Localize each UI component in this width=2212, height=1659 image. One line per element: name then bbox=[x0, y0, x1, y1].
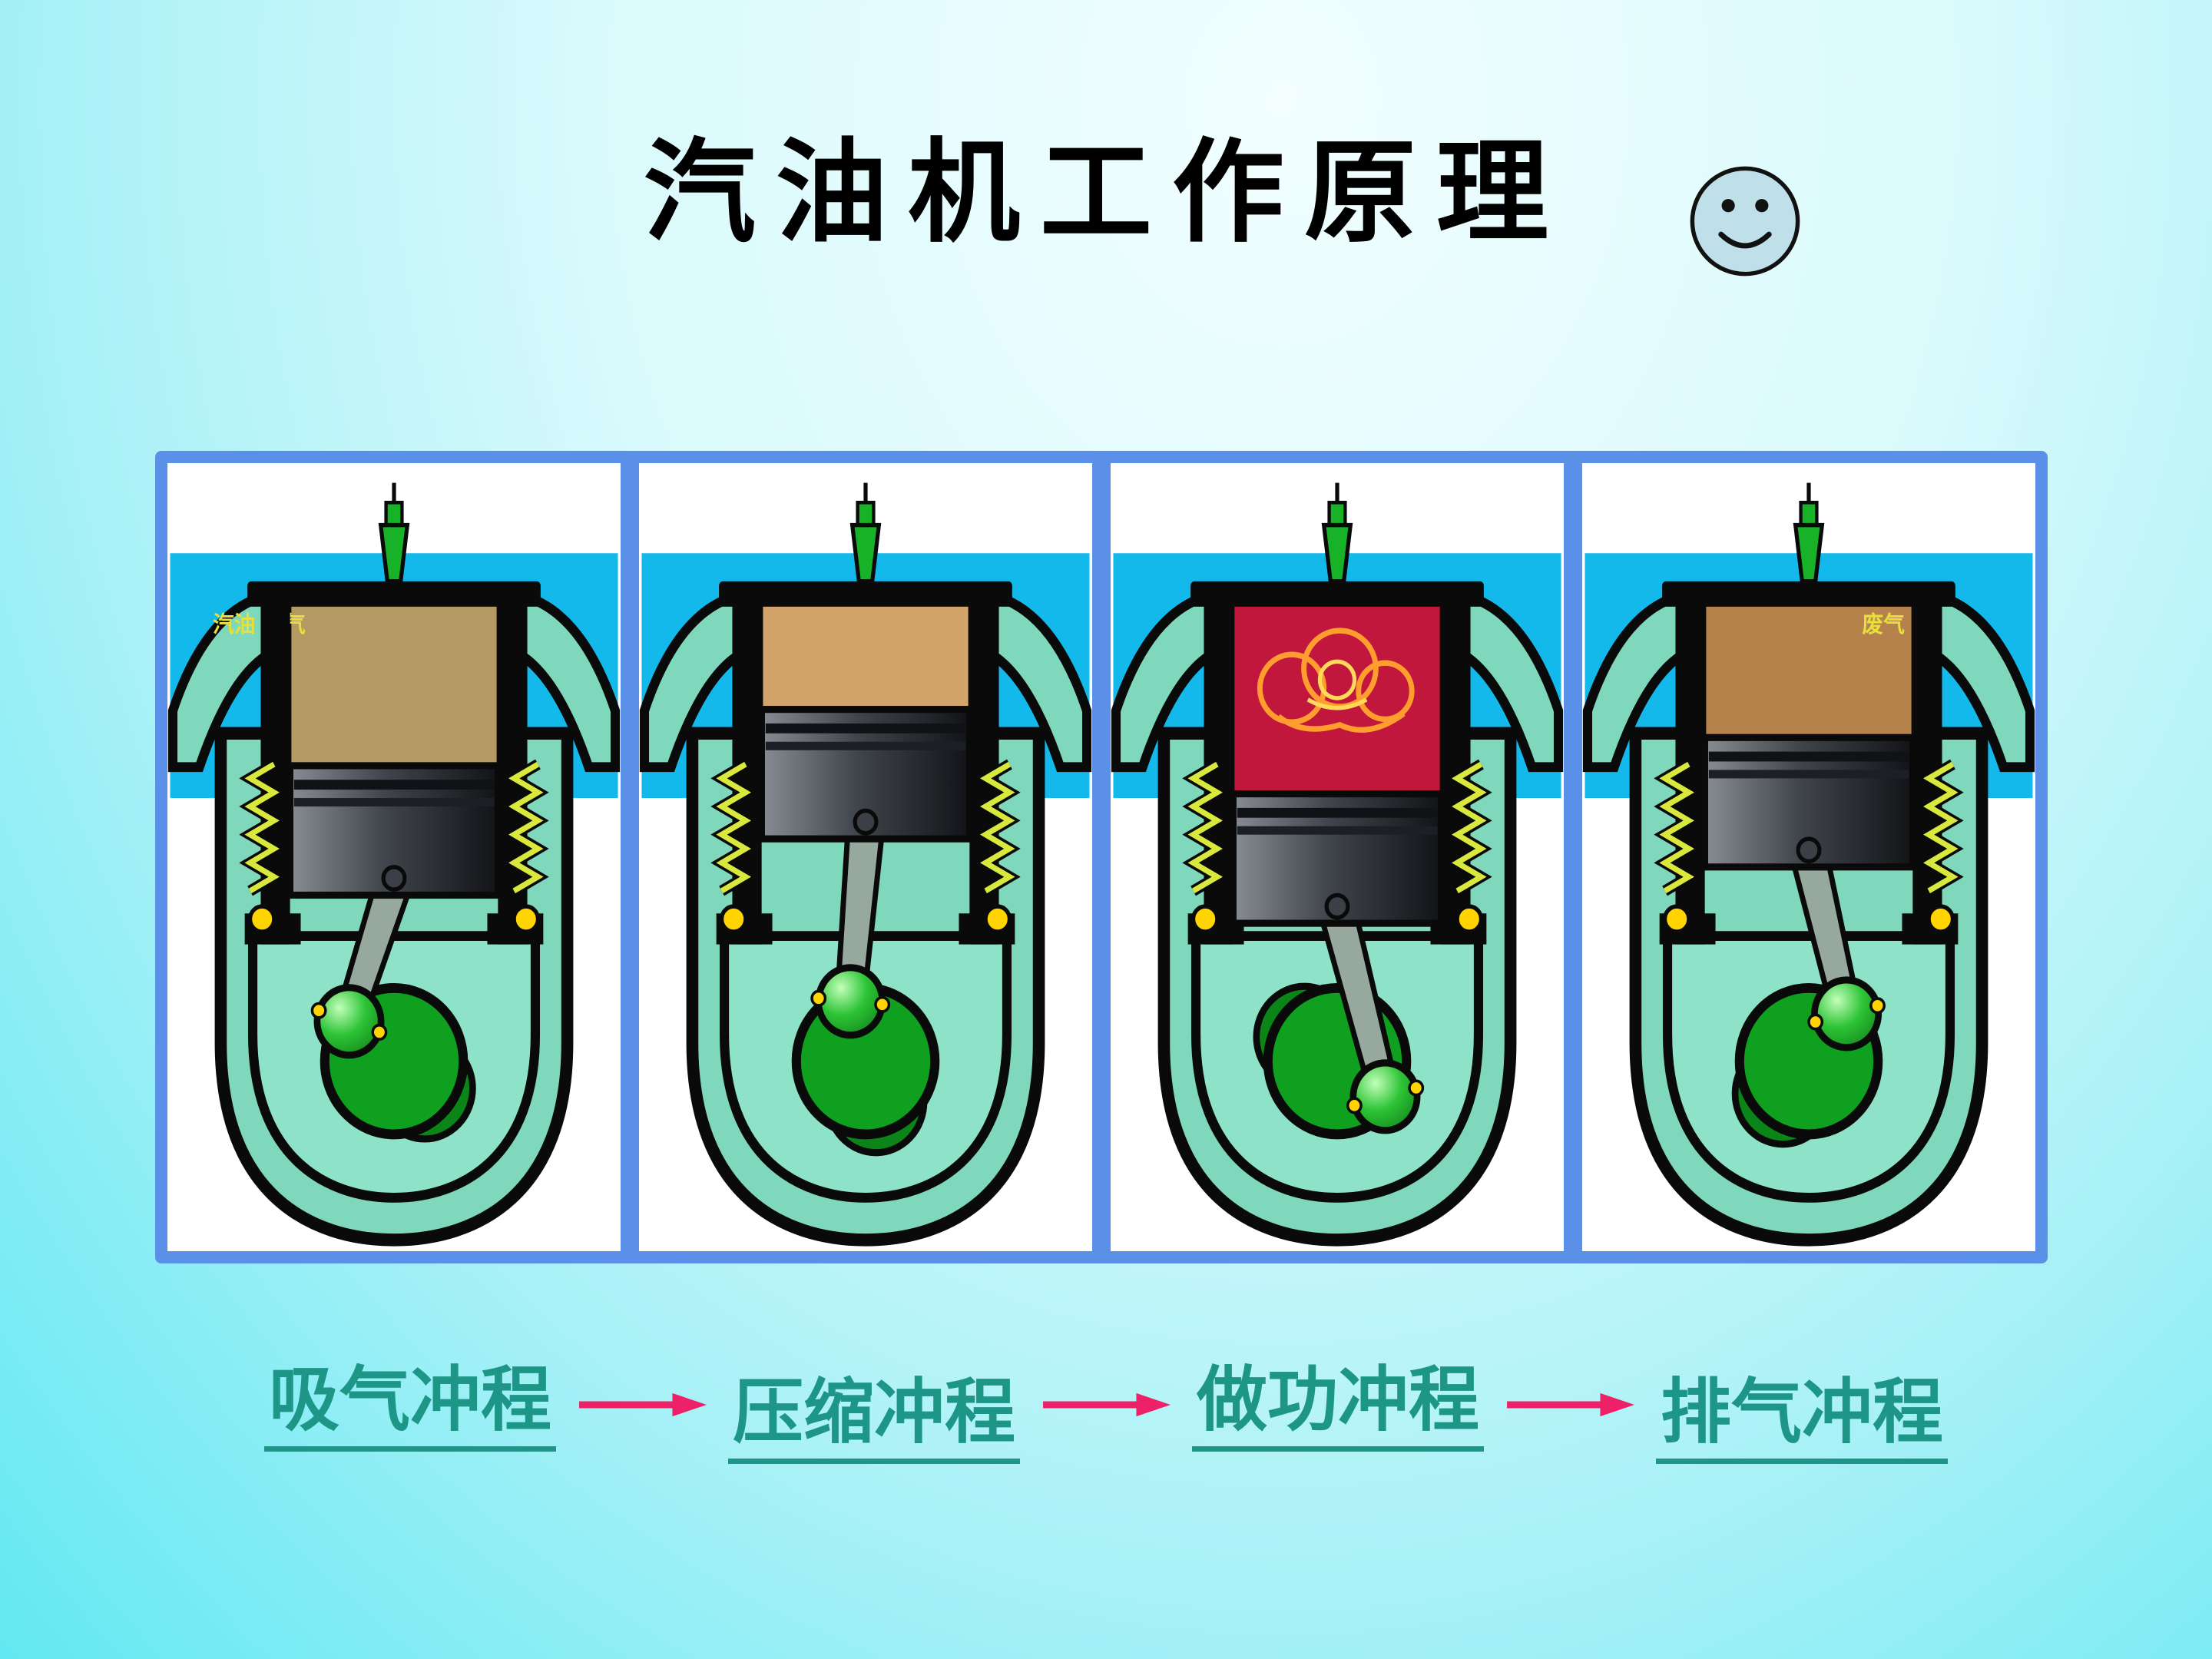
page-title: 汽油机工作原理 bbox=[644, 127, 1568, 258]
stroke-link-compression[interactable]: 压缩冲程 bbox=[727, 1373, 1020, 1465]
engine-cell-exhaust: 废气 undefined undefined bbox=[1582, 463, 2035, 1251]
stroke-link-intake[interactable]: 吸气冲程 bbox=[263, 1361, 556, 1452]
engine-cell-intake: 汽油 空气 undefined undefined bbox=[167, 463, 621, 1251]
engine-cell-compression: undefined undefined bbox=[639, 463, 1092, 1251]
engine-panels: 汽油 空气 undefined undefined bbox=[155, 451, 2048, 1263]
svg-text:废气: 废气 bbox=[1862, 611, 1905, 637]
engine-diagram-power: undefined undefined bbox=[1111, 482, 1564, 1247]
stroke-link-exhaust[interactable]: 排气冲程 bbox=[1656, 1373, 1949, 1465]
smiley-face-icon bbox=[1685, 161, 1805, 281]
flow-arrow-icon bbox=[1040, 1387, 1172, 1422]
engine-cell-power: undefined undefined bbox=[1111, 463, 1564, 1251]
stroke-flow: 吸气冲程 压缩冲程 做功冲程 排气冲程 bbox=[0, 1361, 2212, 1465]
svg-text:汽油 空气: 汽油 空气 bbox=[213, 611, 306, 637]
engine-diagram-compression: undefined undefined bbox=[639, 482, 1092, 1247]
engine-diagram-intake: 汽油 空气 undefined undefined bbox=[167, 482, 621, 1247]
engine-diagram-exhaust: 废气 undefined undefined bbox=[1582, 482, 2035, 1247]
title-row: 汽油机工作原理 bbox=[0, 137, 2212, 249]
stroke-link-power[interactable]: 做功冲程 bbox=[1192, 1361, 1485, 1452]
flow-arrow-icon bbox=[1504, 1387, 1636, 1422]
flow-arrow-icon bbox=[576, 1387, 708, 1422]
